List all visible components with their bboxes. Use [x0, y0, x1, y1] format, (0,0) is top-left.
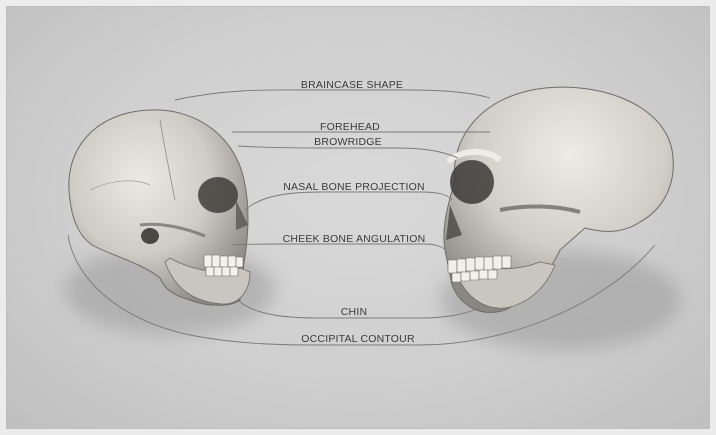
- label-forehead: FOREHEAD: [320, 121, 380, 133]
- label-braincase-shape: BRAINCASE SHAPE: [301, 79, 403, 91]
- nasal-line: [245, 192, 452, 210]
- braincase-line: [175, 90, 490, 100]
- label-occipital-contour: OCCIPITAL CONTOUR: [301, 333, 414, 345]
- label-cheek-bone-angulation: CHEEK BONE ANGULATION: [283, 233, 426, 245]
- label-nasal-bone-projection: NASAL BONE PROJECTION: [283, 181, 425, 193]
- label-chin: CHIN: [341, 306, 367, 318]
- label-browridge: BROWRIDGE: [314, 136, 382, 148]
